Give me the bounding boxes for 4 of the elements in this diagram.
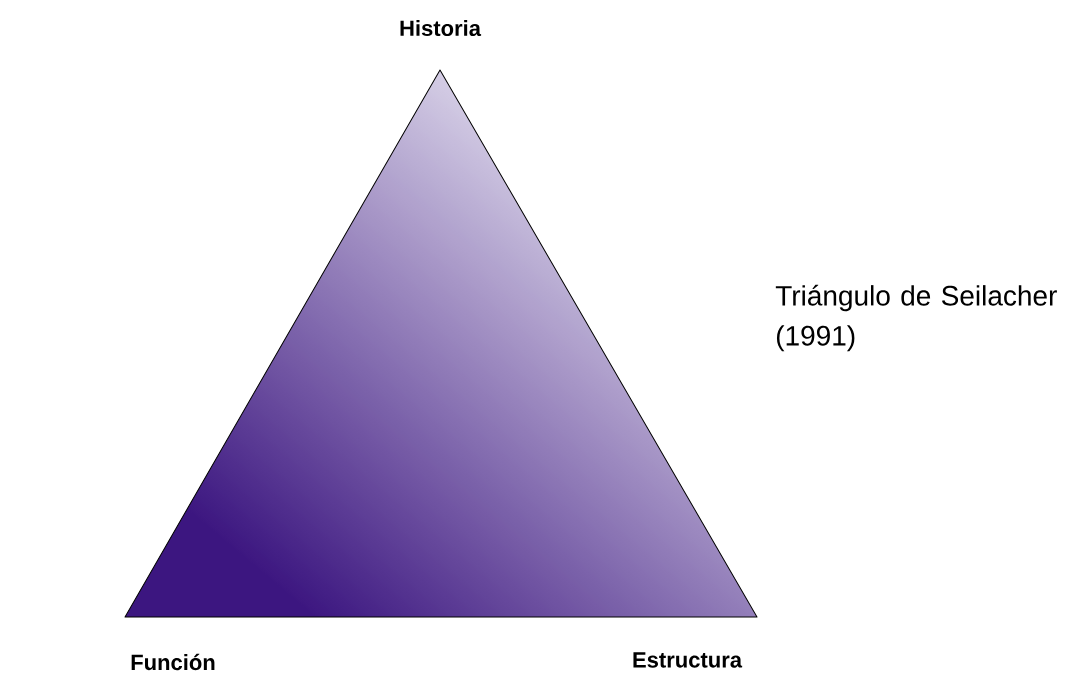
title-text: Triángulo de Seilacher (1991) xyxy=(775,284,1057,352)
vertex-label: Estructura xyxy=(633,652,743,668)
vertex-label: Historia xyxy=(400,19,482,37)
vertex-label: Función xyxy=(131,653,215,671)
